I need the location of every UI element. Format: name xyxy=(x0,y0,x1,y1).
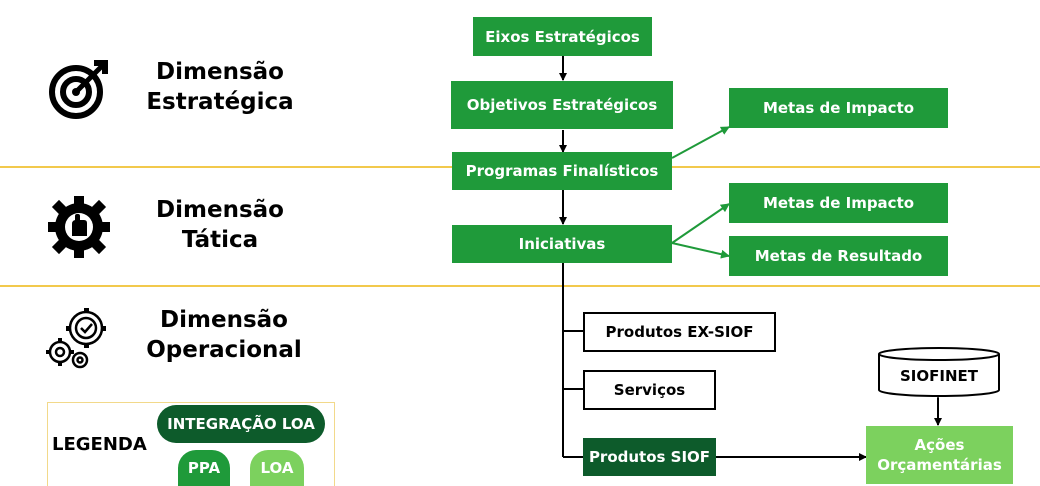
dimensao-tatica-line1: Dimensão xyxy=(156,197,284,223)
dimensao-operacional-line1: Dimensão xyxy=(160,307,288,333)
legend-title: LEGENDA xyxy=(52,434,147,455)
dimensao-estrategica-label: Dimensão Estratégica xyxy=(140,57,300,117)
iniciativas-box: Iniciativas xyxy=(452,225,672,263)
dimensao-tatica-line2: Tática xyxy=(181,227,259,253)
dimensao-operacional-label: Dimensão Operacional xyxy=(134,305,314,365)
arrow-iniciativas-metas-impacto xyxy=(671,203,730,244)
produtos-siof-box: Produtos SIOF xyxy=(583,438,716,476)
gear-hand-icon xyxy=(48,196,110,258)
arrow-programas-metas-impacto xyxy=(671,126,730,159)
legend-ppa: PPA xyxy=(178,450,230,486)
gears-check-icon xyxy=(46,308,106,369)
dimensao-estrategica-line2: Estratégica xyxy=(146,89,294,115)
servicos-box: Serviços xyxy=(583,370,716,410)
produtos-ex-siof-box: Produtos EX-SIOF xyxy=(583,312,776,352)
target-icon xyxy=(49,60,108,119)
siofinet-label: SIOFINET xyxy=(900,367,978,385)
acoes-orcamentarias-box: Ações Orçamentárias xyxy=(866,426,1013,484)
legend-panel xyxy=(47,402,335,486)
legend-loa: LOA xyxy=(250,450,304,486)
objetivos-estrategicos-box: Objetivos Estratégicos xyxy=(451,81,673,129)
arrow-iniciativas-metas-resultado xyxy=(671,242,730,259)
metas-impacto-box-2: Metas de Impacto xyxy=(729,183,948,223)
dimensao-tatica-label: Dimensão Tática xyxy=(140,195,300,255)
acoes-line2: Orçamentárias xyxy=(877,456,1002,474)
siofinet-database-icon xyxy=(878,347,1000,397)
dimensao-estrategica-line1: Dimensão xyxy=(156,59,284,85)
metas-resultado-box: Metas de Resultado xyxy=(729,236,948,276)
acoes-line1: Ações xyxy=(914,436,965,454)
divider-tatica-operacional xyxy=(0,285,1040,287)
eixos-estrategicos-box: Eixos Estratégicos xyxy=(473,17,652,56)
dimensao-operacional-line2: Operacional xyxy=(146,337,302,363)
legend-integracao-loa: INTEGRAÇÃO LOA xyxy=(157,405,325,443)
metas-impacto-box-1: Metas de Impacto xyxy=(729,88,948,128)
programas-finalisticos-box: Programas Finalísticos xyxy=(452,152,672,190)
